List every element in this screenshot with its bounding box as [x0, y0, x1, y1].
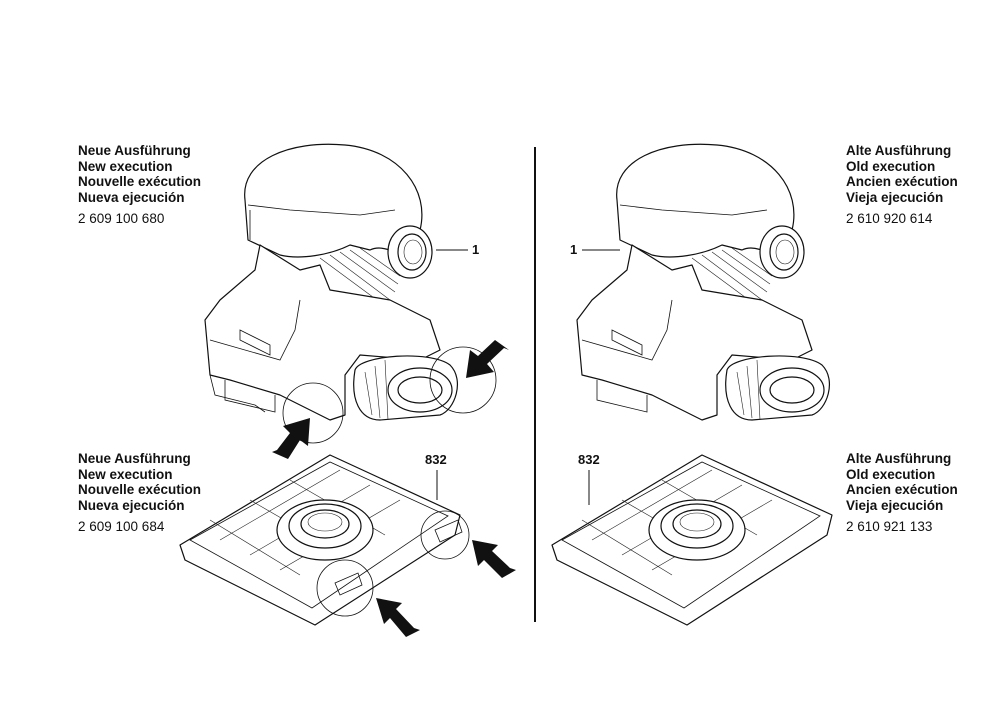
- label-line: Ancien exécution: [846, 482, 958, 497]
- callout-housing-new: 1: [472, 242, 480, 257]
- label-line: Nueva ejecución: [78, 189, 185, 205]
- housing-new-drawing: [204, 143, 509, 459]
- part-number: 2 610 920 614: [846, 211, 933, 226]
- base-plate-new-drawing: [179, 454, 516, 637]
- housing-old-drawing: [576, 143, 831, 421]
- arrow-icon: [376, 598, 420, 637]
- callout-base-old: 832: [578, 452, 600, 467]
- label-line: Alte Ausführung: [846, 451, 952, 466]
- arrow-icon: [466, 340, 509, 378]
- callout-base-new: 832: [425, 452, 447, 467]
- label-line: Vieja ejecución: [846, 189, 944, 205]
- label-line: Vieja ejecución: [846, 497, 944, 513]
- label-top-right: Alte Ausführung Old execution Ancien exé…: [846, 143, 958, 227]
- label-line: Nueva ejecución: [78, 497, 185, 513]
- part-number: 2 609 100 680: [78, 211, 165, 226]
- label-line: Nouvelle exécution: [78, 482, 202, 497]
- label-line: Ancien exécution: [846, 174, 958, 189]
- callout-housing-old: 1: [570, 242, 578, 257]
- label-top-left: Neue Ausführung New execution Nouvelle e…: [78, 143, 201, 227]
- label-bottom-right: Alte Ausführung Old execution Ancien exé…: [846, 451, 958, 535]
- label-line: Old execution: [846, 466, 936, 482]
- label-line: Alte Ausführung: [846, 143, 952, 158]
- base-plate-old-drawing: [551, 454, 833, 626]
- label-line: Neue Ausführung: [78, 451, 191, 466]
- label-line: New execution: [78, 158, 173, 174]
- part-number: 2 609 100 684: [78, 519, 165, 534]
- label-line: Old execution: [846, 158, 936, 174]
- part-number: 2 610 921 133: [846, 519, 933, 534]
- label-bottom-left: Neue Ausführung New execution Nouvelle e…: [78, 451, 201, 535]
- label-line: New execution: [78, 466, 173, 482]
- arrow-icon: [272, 418, 310, 459]
- arrow-icon: [472, 540, 516, 578]
- label-line: Neue Ausführung: [78, 143, 191, 158]
- label-line: Nouvelle exécution: [78, 174, 202, 189]
